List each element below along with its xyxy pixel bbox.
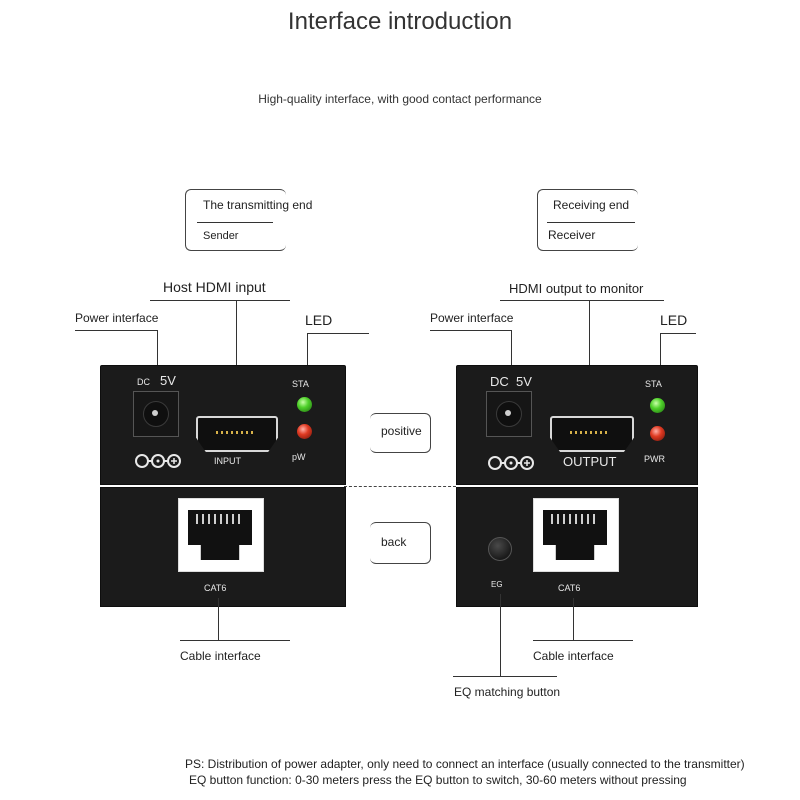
sender-led-label: LED [305,312,333,328]
sender-sta-text: STA [292,379,309,389]
sender-cat-text: CAT6 [204,583,227,593]
sender-hdmi-leader [236,300,237,418]
sender-dc-pin [152,410,158,416]
sender-role-bracket [185,189,286,251]
receiver-polarity-icon [487,455,535,471]
sender-sta-led [297,397,312,412]
eq-button[interactable] [488,537,512,561]
receiver-rj45-pins [551,514,599,524]
receiver-role-sub: Receiver [548,228,596,242]
sender-led-underline [307,333,369,334]
sender-pw-text: pW [292,452,306,462]
receiver-led-leader [660,333,661,378]
receiver-cable-underline [533,640,633,641]
receiver-hdmi-pins [570,431,610,434]
eq-leader [500,594,501,676]
sender-role-divider [197,222,273,223]
receiver-cable-label: Cable interface [533,649,614,663]
page-title: Interface introduction [287,8,513,35]
sender-hdmi-label-underline [150,300,290,301]
sender-role-sub: Sender [203,230,239,242]
sender-cable-leader [218,598,219,640]
receiver-hdmi-label-underline [500,300,664,301]
receiver-eg-text: EG [491,580,503,589]
sender-cable-underline [180,640,290,641]
sender-voltage-text: 5V [160,373,176,388]
receiver-power-underline [430,330,512,331]
eq-underline [453,676,557,677]
receiver-pwr-led [650,426,665,441]
receiver-cable-leader [573,598,574,640]
receiver-hdmi-leader [589,300,590,418]
sender-hdmi-pins [216,431,256,434]
sender-led-leader [307,333,308,378]
receiver-voltage-text: 5V [516,374,532,389]
sender-power-leader [157,330,158,382]
note-power-adapter: PS: Distribution of power adapter, only … [185,757,745,771]
receiver-sta-text: STA [645,379,662,389]
sender-pw-led [297,424,312,439]
sender-power-label: Power interface [75,311,159,325]
receiver-role-label: Receiving end [553,198,630,212]
sender-hdmi-label: Host HDMI input [163,279,266,295]
receiver-hdmi-port-text: OUTPUT [563,454,617,469]
eq-label: EQ matching button [454,685,561,699]
receiver-power-leader [511,330,512,382]
positive-bracket [370,413,431,453]
positive-label: positive [381,424,422,438]
receiver-hdmi-port[interactable] [550,416,634,452]
back-label: back [381,535,407,549]
note-eq-function: EQ button function: 0-30 meters press th… [189,773,687,787]
receiver-pwr-text: PWR [644,454,665,464]
sender-hdmi-port-text: INPUT [214,456,241,466]
sender-hdmi-port[interactable] [196,416,278,452]
receiver-sta-led [650,398,665,413]
receiver-cat-text: CAT6 [558,583,581,593]
receiver-power-label: Power interface [430,311,514,325]
receiver-hdmi-label: HDMI output to monitor [509,281,644,296]
page-subtitle: High-quality interface, with good contac… [258,92,542,106]
receiver-dc-pin [505,410,511,416]
receiver-dc-text: DC [490,374,509,389]
receiver-role-bracket [537,189,638,251]
sender-role-label: The transmitting end [203,198,313,212]
sender-rj45-pins [196,514,244,524]
sender-dc-text: DC [137,377,150,387]
back-bracket [370,522,431,564]
receiver-led-underline [660,333,696,334]
panel-separator-dashes [344,486,456,487]
receiver-role-divider [547,222,635,223]
sender-cable-label: Cable interface [180,649,261,663]
sender-power-underline [75,330,158,331]
receiver-led-label: LED [660,312,688,328]
sender-polarity-icon [134,453,182,469]
